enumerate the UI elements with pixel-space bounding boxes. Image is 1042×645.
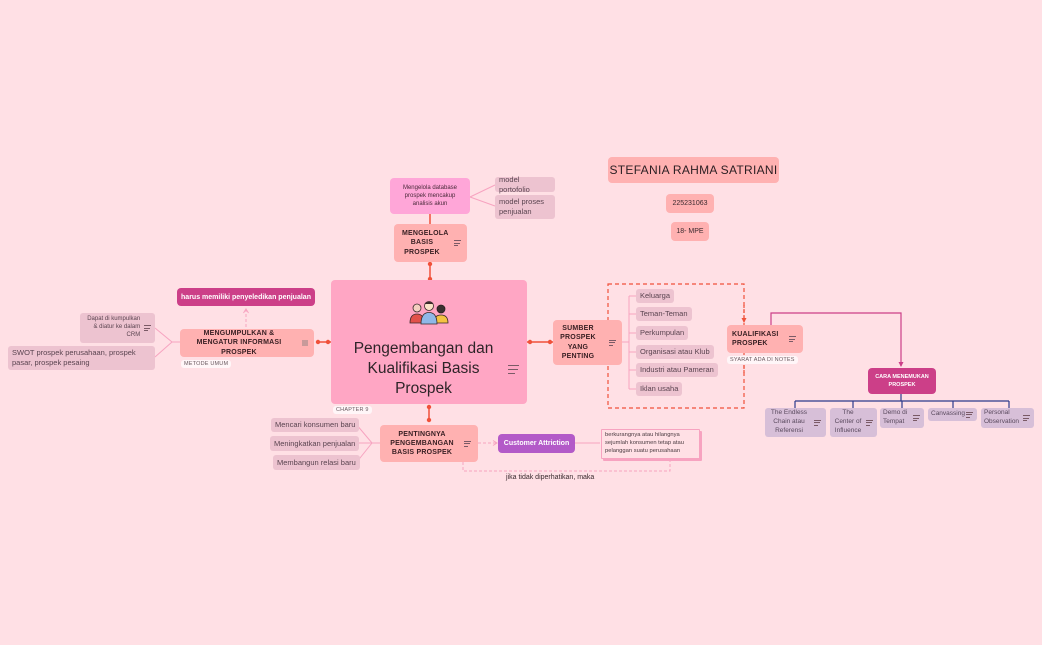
kualifikasi-title: KUALIFIKASI PROSPEK [732, 330, 779, 347]
sumber-child-5[interactable]: Industri atau Pameran [636, 363, 718, 377]
author-id-node[interactable]: 225231063 [666, 194, 714, 213]
author-class-node[interactable]: 18- MPE [671, 222, 709, 241]
mengumpulkan-callout[interactable]: harus memiliki penyeledikan penjualan [177, 288, 315, 306]
child-label: Teman-Teman [640, 309, 688, 319]
child-label: Demo di Tempat [883, 409, 908, 425]
notes-icon[interactable] [609, 339, 616, 346]
sumber-child-2[interactable]: Teman-Teman [636, 307, 692, 321]
child-label: model proses penjualan [499, 197, 545, 216]
notes-icon[interactable] [302, 340, 308, 346]
child-label: The Endless Chain atau Referensi [770, 409, 808, 434]
mengumpulkan-child-2[interactable]: SWOT prospek perusahaan, prospek pasar, … [8, 346, 155, 370]
people-group-icon [409, 301, 449, 325]
notes-icon[interactable] [507, 364, 519, 374]
cara-topic[interactable]: CARA MENEMUKAN PROSPEK [868, 368, 936, 394]
pentingnya-child-3[interactable]: Membangun relasi baru [273, 455, 360, 470]
central-label: CHAPTER 9 [333, 406, 372, 414]
cara-child-2[interactable]: The Center of Influence [830, 408, 877, 437]
child-label: Industri atau Pameran [640, 365, 714, 375]
cara-child-4[interactable]: Canvassing [928, 408, 977, 421]
child-label: Personal Observation [984, 409, 1020, 425]
child-label: Perkumpulan [640, 328, 685, 338]
sumber-child-6[interactable]: Iklan usaha [636, 382, 683, 396]
mengumpulkan-topic[interactable]: MENGUMPULKAN & MENGATUR INFORMASI PROSPE… [180, 329, 314, 357]
child-label: Canvassing [931, 410, 965, 418]
child-label: Keluarga [640, 291, 671, 301]
kualifikasi-label: SYARAT ADA DI NOTES [727, 356, 798, 364]
child-label: model portofolio [499, 174, 530, 194]
cara-child-3[interactable]: Demo di Tempat [880, 408, 924, 428]
author-name-node[interactable]: STEFANIA RAHMA SATRIANI [608, 157, 779, 183]
notes-icon[interactable] [144, 325, 152, 331]
central-topic[interactable]: Pengembangan dan Kualifikasi Basis Prosp… [331, 280, 527, 404]
notes-icon[interactable] [866, 419, 873, 426]
mengelola-detail-node[interactable]: Mengelola database prospek mencakup anal… [390, 178, 470, 214]
notes-icon[interactable] [1023, 415, 1030, 421]
notes-icon[interactable] [454, 240, 461, 246]
notes-icon[interactable] [814, 419, 821, 426]
cara-child-5[interactable]: Personal Observation [981, 408, 1034, 428]
notes-icon[interactable] [966, 411, 973, 418]
notes-icon[interactable] [789, 336, 796, 342]
sumber-topic[interactable]: SUMBER PROSPEK YANG PENTING [553, 320, 622, 365]
author-class: 18- MPE [676, 228, 704, 235]
mengelola-topic[interactable]: MENGELOLA BASIS PROSPEK [394, 224, 467, 262]
sumber-child-1[interactable]: Keluarga [636, 289, 675, 303]
mengelola-child-1[interactable]: model portofolio [495, 174, 555, 194]
kualifikasi-topic[interactable]: KUALIFIKASI PROSPEK [727, 325, 803, 353]
mengumpulkan-child-1[interactable]: Dapat di kumpulkan & diatur ke dalam CRM [80, 313, 155, 343]
cara-title: CARA MENEMUKAN PROSPEK [875, 373, 929, 388]
mengelola-detail: Mengelola database prospek mencakup anal… [402, 184, 458, 208]
sumber-child-3[interactable]: Perkumpulan [636, 326, 689, 340]
pentingnya-topic[interactable]: PENTINGNYA PENGEMBANGAN BASIS PROSPEK [380, 425, 478, 462]
sumber-title: SUMBER PROSPEK YANG PENTING [560, 325, 596, 360]
child-label: Organisasi atau Klub [640, 347, 710, 357]
sumber-child-4[interactable]: Organisasi atau Klub [636, 345, 714, 359]
relationship-label: jika tidak diperhatikan, maka [506, 474, 595, 481]
central-title: Pengembangan dan Kualifikasi Basis Prosp… [353, 340, 494, 398]
child-label: Iklan usaha [640, 384, 679, 394]
pentingnya-child-1[interactable]: Mencari konsumen baru [271, 418, 360, 432]
mengelola-title: MENGELOLA BASIS PROSPEK [402, 230, 449, 256]
attrition-title: Customer Attriction [503, 440, 570, 447]
child-label: SWOT prospek perusahaan, prospek pasar, … [12, 348, 136, 367]
cara-child-1[interactable]: The Endless Chain atau Referensi [765, 408, 826, 437]
child-label: Mencari konsumen baru [275, 420, 356, 430]
notes-icon[interactable] [464, 440, 471, 447]
author-id: 225231063 [672, 200, 708, 207]
child-label: Membangun relasi baru [277, 457, 356, 467]
attrition-desc-node[interactable]: berkurangnya atau hilangnya sejumlah kon… [601, 429, 700, 459]
attrition-desc: berkurangnya atau hilangnya sejumlah kon… [605, 432, 684, 454]
child-label: The Center of Influence [834, 409, 862, 434]
callout-text: harus memiliki penyeledikan penjualan [181, 293, 311, 301]
pentingnya-child-2[interactable]: Meningkatkan penjualan [270, 436, 360, 451]
mengumpulkan-label: METODE UMUM [181, 360, 232, 368]
mengumpulkan-title: MENGUMPULKAN & MENGATUR INFORMASI PROSPE… [196, 330, 282, 356]
child-label: Meningkatkan penjualan [274, 438, 356, 448]
attrition-node[interactable]: Customer Attriction [498, 434, 575, 453]
child-label: Dapat di kumpulkan & diatur ke dalam CRM [87, 316, 141, 338]
notes-icon[interactable] [913, 415, 920, 421]
author-name: STEFANIA RAHMA SATRIANI [609, 163, 778, 177]
mengelola-child-2[interactable]: model proses penjualan [495, 195, 555, 219]
pentingnya-title: PENTINGNYA PENGEMBANGAN BASIS PROSPEK [390, 430, 454, 457]
